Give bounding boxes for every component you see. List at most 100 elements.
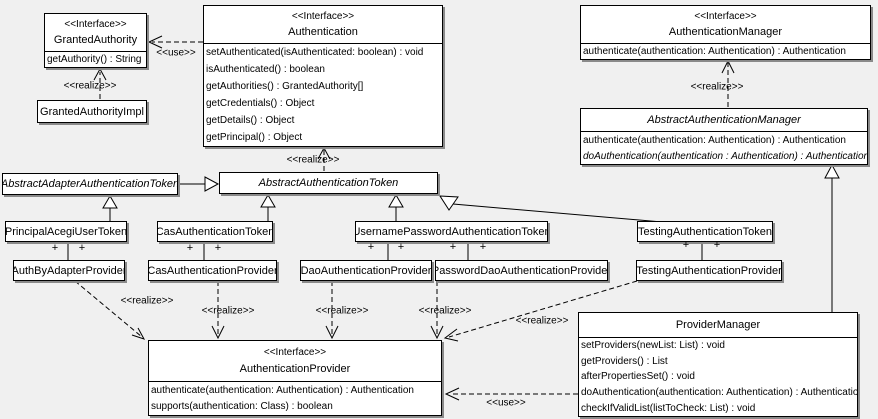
realize-label-abstractauthenticationtoken: <<realize>> bbox=[286, 154, 340, 166]
method-label: getAuthorities() : GrantedAuthority[] bbox=[206, 81, 364, 92]
method-label: authenticate(authentication: Authenticat… bbox=[583, 134, 846, 146]
open-arrowhead bbox=[317, 146, 331, 160]
class-name: CasAuthenticationProvider bbox=[149, 264, 276, 277]
class-name: GrantedAuthority bbox=[53, 34, 138, 47]
association-end-plus: + bbox=[449, 241, 457, 253]
class-title-compartment: TestingAuthenticationProvider bbox=[637, 261, 781, 280]
triangle-arrowhead bbox=[102, 195, 118, 209]
class-name: ProviderManager bbox=[675, 319, 761, 331]
class-title-compartment: <<Interface>> AuthenticationProvider bbox=[149, 341, 441, 381]
open-arrowhead bbox=[430, 325, 444, 340]
class-name: PasswordDaoAuthenticationProvider bbox=[436, 264, 607, 277]
association-end-plus: + bbox=[479, 241, 487, 253]
class-title-compartment: CasAuthenticationProvider bbox=[149, 261, 276, 280]
class-title-compartment: AbstractAdapterAuthenticationToken bbox=[3, 174, 177, 194]
class-name: Authentication bbox=[288, 26, 358, 39]
class-authentication-provider: <<Interface>> AuthenticationProvider authe… bbox=[148, 340, 442, 416]
class-title-compartment: AbstractAuthenticationToken bbox=[220, 173, 437, 193]
class-name: AuthenticationProvider bbox=[239, 363, 351, 376]
method-label: checkIfValidList(listToCheck: List) : vo… bbox=[581, 402, 756, 414]
method-label: setAuthenticated(isAuthenticated: boolea… bbox=[206, 47, 424, 58]
open-arrowhead bbox=[444, 387, 460, 401]
realize-label-casauthenticationprovider: <<realize>> bbox=[201, 305, 255, 317]
class-dao-authentication-provider: DaoAuthenticationProvider bbox=[300, 260, 432, 281]
method-label: afterPropertiesSet() : void bbox=[581, 371, 695, 383]
class-title-compartment: PasswordDaoAuthenticationProvider bbox=[436, 261, 607, 280]
class-cas-authentication-provider: CasAuthenticationProvider bbox=[148, 260, 277, 281]
open-arrowhead bbox=[325, 325, 339, 340]
class-name: DaoAuthenticationProvider bbox=[301, 264, 431, 277]
association-end-plus: + bbox=[713, 239, 721, 251]
realize-label-passworddaoauthenticationprovider: <<realize>> bbox=[418, 305, 472, 317]
association-end-plus: + bbox=[397, 241, 405, 253]
method-label: doAuthentication(authentication : Authen… bbox=[583, 150, 867, 162]
method-label: setProviders(newList: List) : void bbox=[581, 340, 725, 352]
class-password-dao-authentication-provider: PasswordDaoAuthenticationProvider bbox=[435, 260, 608, 281]
method-label: authenticate(authentication: Authenticat… bbox=[583, 46, 846, 57]
association-end-plus: + bbox=[367, 241, 375, 253]
class-title-compartment: GrantedAuthorityImpl bbox=[38, 101, 146, 122]
realize-label-grantedauthorityimpl: <<realize>> bbox=[63, 80, 117, 92]
generalization-edge-testing-token bbox=[452, 203, 663, 223]
method-label: isAuthenticated() : boolean bbox=[206, 64, 325, 75]
method-label: authenticate(authentication: Authenticat… bbox=[151, 384, 414, 396]
open-arrowhead bbox=[93, 67, 107, 81]
methods-compartment: authenticate(authentication: Authenticat… bbox=[581, 131, 867, 164]
class-name: CasAuthenticationToken bbox=[158, 225, 272, 238]
stereotype-label: <<Interface>> bbox=[263, 346, 327, 358]
class-name: TestingAuthenticationProvider bbox=[637, 264, 781, 277]
methods-compartment: setAuthenticated(isAuthenticated: boolea… bbox=[204, 43, 442, 146]
class-provider-manager: ProviderManager setProviders(newList: Lis… bbox=[578, 312, 858, 417]
class-authentication: <<Interface>>Authentication setAuthentica… bbox=[203, 5, 443, 147]
class-name: AuthenticationManager bbox=[668, 26, 783, 39]
methods-compartment: authenticate(authentication: Authenticat… bbox=[581, 43, 870, 59]
class-title-compartment: <<Interface>>Authentication bbox=[204, 6, 442, 43]
method-label: getAuthority() : String bbox=[47, 54, 142, 65]
open-arrowhead bbox=[211, 325, 225, 340]
realize-label-authbyadapterprovider: <<realize>> bbox=[120, 295, 174, 307]
realize-edge-authbyadapterprovider bbox=[74, 280, 143, 338]
triangle-arrowhead bbox=[388, 194, 404, 208]
class-abstract-authentication-manager: AbstractAuthenticationManager authenticat… bbox=[580, 108, 868, 165]
class-title-compartment: <<Interface>> AuthenticationManager bbox=[581, 6, 870, 43]
use-label-authentication-grantedauthority: <<use>> bbox=[156, 47, 196, 59]
stereotype-label: <<Interface>> bbox=[694, 10, 757, 22]
method-label: doAuthentication(authentication: Authent… bbox=[581, 387, 857, 399]
association-end-plus: + bbox=[78, 242, 86, 254]
class-title-compartment: <<Interface>>GrantedAuthority bbox=[45, 14, 146, 51]
open-arrowhead bbox=[721, 59, 735, 74]
class-auth-by-adapter-provider: AuthByAdapterProvider bbox=[13, 260, 125, 281]
method-label: getCredentials() : Object bbox=[206, 98, 315, 109]
open-arrowhead bbox=[147, 35, 163, 49]
class-name: AbstractAdapterAuthenticationToken bbox=[3, 178, 177, 190]
class-title-compartment: DaoAuthenticationProvider bbox=[301, 261, 431, 280]
triangle-arrowhead bbox=[439, 195, 459, 211]
class-name: AuthByAdapterProvider bbox=[14, 264, 124, 277]
class-authentication-manager: <<Interface>> AuthenticationManager authen… bbox=[580, 5, 871, 60]
class-granted-authority: <<Interface>>GrantedAuthority getAuthorit… bbox=[44, 13, 147, 68]
method-label: getProviders() : List bbox=[581, 355, 668, 367]
association-end-plus: + bbox=[186, 242, 194, 254]
method-label: supports(authentication: Class) : boolea… bbox=[151, 401, 333, 413]
use-label-providermanager: <<use>> bbox=[486, 397, 526, 409]
class-title-compartment: CasAuthenticationToken bbox=[158, 222, 272, 241]
realize-label-abstractauthenticationmanager: <<realize>> bbox=[690, 81, 744, 93]
triangle-arrowhead bbox=[260, 194, 276, 208]
class-testing-authentication-token: TestingAuthenticationToken bbox=[637, 221, 773, 242]
method-label: getDetails() : Object bbox=[206, 115, 295, 126]
class-principal-acegi-user-token: PrincipalAcegiUserToken bbox=[5, 221, 127, 242]
class-testing-authentication-provider: TestingAuthenticationProvider bbox=[636, 260, 782, 281]
class-name: PrincipalAcegiUserToken bbox=[6, 225, 126, 238]
triangle-arrowhead bbox=[204, 176, 220, 192]
class-granted-authority-impl: GrantedAuthorityImpl bbox=[37, 100, 147, 123]
class-name: AbstractAuthenticationManager bbox=[647, 114, 801, 126]
class-name: GrantedAuthorityImpl bbox=[40, 105, 144, 118]
open-arrowhead bbox=[443, 328, 459, 342]
methods-compartment: authenticate(authentication: Authenticat… bbox=[149, 381, 441, 415]
class-title-compartment: ProviderManager bbox=[579, 313, 857, 337]
realize-edge-testingauthenticationprovider bbox=[448, 280, 638, 338]
class-title-compartment: AuthByAdapterProvider bbox=[14, 261, 124, 280]
association-end-plus: + bbox=[51, 242, 59, 254]
